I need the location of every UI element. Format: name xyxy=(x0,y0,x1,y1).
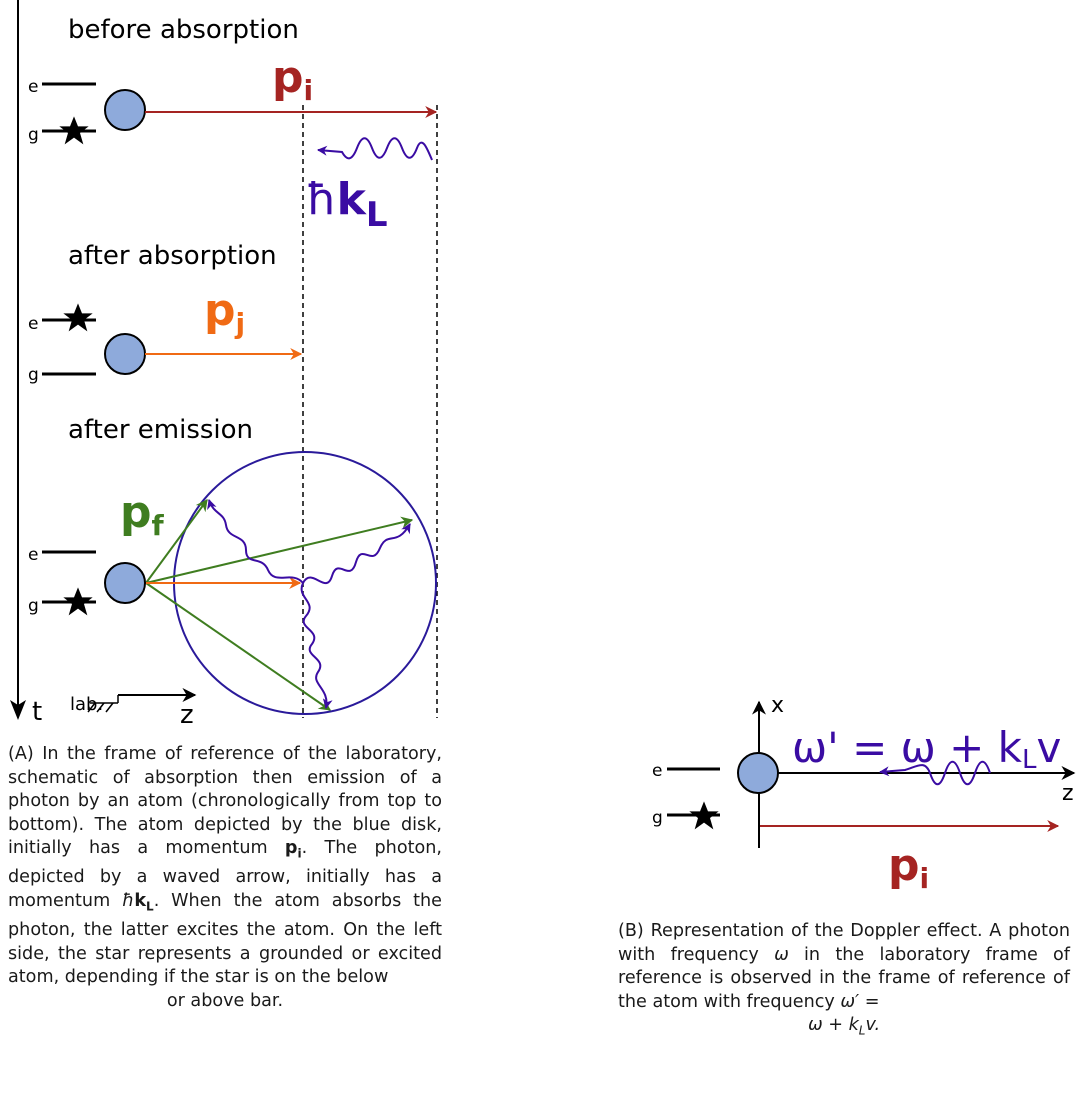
time-axis-arrowhead xyxy=(10,700,26,720)
photon-wave-incoming xyxy=(317,137,433,161)
photon-wave-emitted-up-left xyxy=(207,499,304,584)
doppler-formula: ω' = ω + kLv xyxy=(792,723,1061,775)
stage-title-after-absorption: after absorption xyxy=(68,241,277,271)
time-axis-label: t xyxy=(32,697,42,727)
caption-a-hbar: ħ xyxy=(122,891,135,912)
caption-b-last-main: ω + k xyxy=(807,1015,859,1036)
caption-b-text-3: = xyxy=(859,991,880,1012)
momentum-pf-arrow-down xyxy=(145,582,331,711)
caption-b-last-line: ω + kLv. xyxy=(618,1014,1070,1043)
stage-title-after-emission: after emission xyxy=(68,415,253,445)
atom-1 xyxy=(104,89,146,131)
caption-b-text-2: in the laboratory frame of reference is … xyxy=(618,944,1070,1012)
caption-a-text-3: . When the atom absorbs the photon, the … xyxy=(8,891,442,988)
momentum-pf-label: pf xyxy=(120,487,165,542)
lab-ground-icon xyxy=(87,695,119,713)
photon-hbar-kl-label: ħkL xyxy=(306,174,388,235)
panel-b-atom xyxy=(737,752,779,794)
caption-a-text-1: In the frame of reference of the laborat… xyxy=(8,744,442,859)
caption-a-p-sub: i xyxy=(297,846,302,861)
caption-b-last-tail: v. xyxy=(865,1015,881,1036)
panel-b-level-e-label: e xyxy=(652,761,662,781)
caption-a-last-line: or above bar. xyxy=(166,990,284,1011)
panel-b-momentum-pi-label: pi xyxy=(888,840,929,895)
photon-wave-emitted-right xyxy=(302,523,411,584)
panel-b-x-label: x xyxy=(771,693,784,718)
caption-b-omega-prime: ω′ xyxy=(840,991,860,1012)
level-g-label-2: g xyxy=(28,365,39,385)
level-g-label-3: g xyxy=(28,596,39,616)
caption-a-tag: (A) xyxy=(8,744,34,764)
level-g-label-1: g xyxy=(28,125,39,145)
caption-a-p: p xyxy=(284,838,298,859)
momentum-pf-arrow-up xyxy=(145,499,208,584)
caption-a-text-2: . The photon, depicted by a waved arrow,… xyxy=(8,838,442,912)
level-e-label-2: e xyxy=(28,314,38,334)
momentum-pf-arrow-right xyxy=(145,516,414,584)
momentum-pj-label: pj xyxy=(204,285,245,340)
star-icon-excited-2 xyxy=(63,303,93,332)
caption-b-last-sub: L xyxy=(858,1023,866,1038)
caption-b-omega: ω xyxy=(774,944,789,965)
caption-b: (B) Representation of the Doppler effect… xyxy=(618,920,1070,1043)
caption-a-k-sub: L xyxy=(146,899,154,914)
lab-z-label: z xyxy=(180,700,194,730)
panel-b-z-label: z xyxy=(1062,781,1074,806)
momentum-pi-label: pi xyxy=(272,52,313,107)
photon-wave-emitted-down xyxy=(300,582,333,709)
caption-b-text-1: Representation of the Doppler effect. A … xyxy=(618,921,1070,965)
caption-a: (A) In the frame of reference of the lab… xyxy=(8,743,442,1014)
atom-2 xyxy=(104,333,146,375)
level-e-label-3: e xyxy=(28,545,38,565)
lab-label: lab. xyxy=(70,694,103,715)
caption-a-k: k xyxy=(134,891,147,912)
stage-title-before: before absorption xyxy=(68,15,299,45)
level-e-label-1: e xyxy=(28,77,38,97)
caption-b-tag: (B) xyxy=(618,921,644,941)
panel-b-photon-wave xyxy=(879,760,991,786)
atom-3 xyxy=(104,562,146,604)
panel-b-level-g-label: g xyxy=(652,808,663,828)
